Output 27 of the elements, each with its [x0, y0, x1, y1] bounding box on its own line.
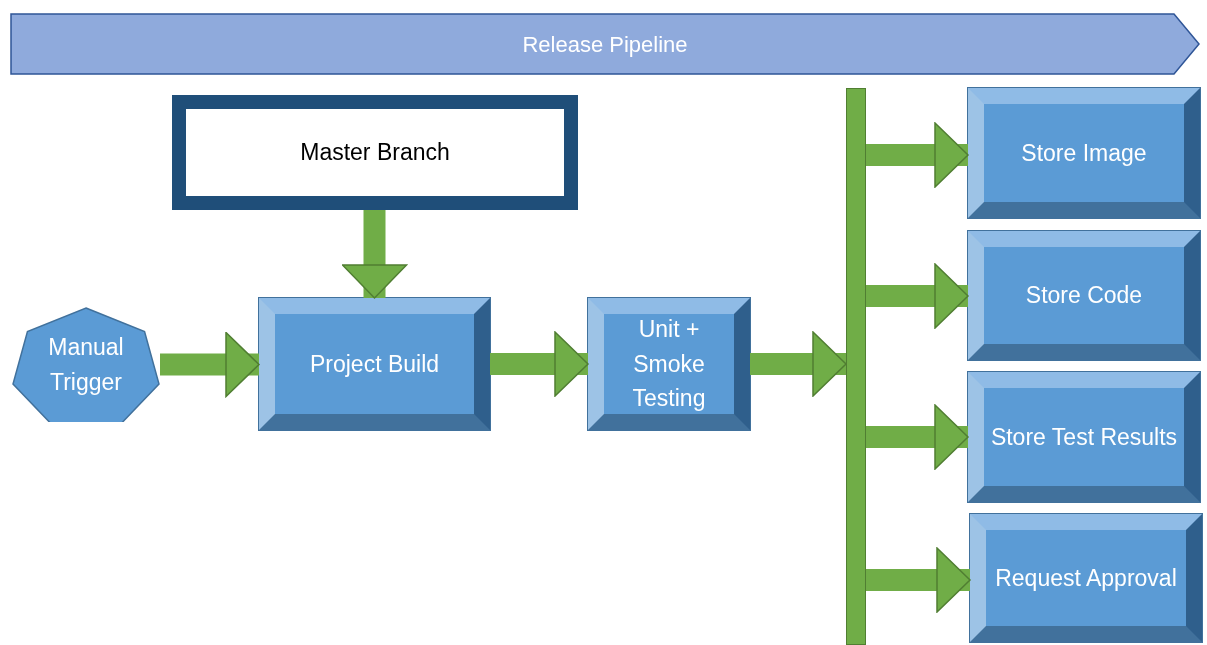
node-label: Manual Trigger [47, 333, 125, 397]
node-label: Project Build [309, 349, 440, 379]
process-box [970, 514, 1202, 642]
trigger-heptagon [12, 307, 160, 422]
process-box [588, 298, 750, 430]
node-label: Store Code [1025, 281, 1143, 311]
process-box [259, 298, 490, 430]
block-arrow [490, 331, 589, 397]
process-box [968, 372, 1200, 502]
block-arrow [866, 263, 969, 329]
splitter-bar [846, 88, 866, 645]
node-label: Store Image [1021, 138, 1147, 168]
node-label: Request Approval [995, 563, 1177, 593]
branch-box [172, 95, 578, 210]
process-box [968, 88, 1200, 218]
node-label: Unit + Smoke Testing [631, 315, 707, 414]
block-arrow [866, 547, 971, 613]
node-label: Master Branch [300, 138, 450, 168]
node-label: Release Pipeline [522, 30, 688, 59]
pipeline-banner [10, 13, 1200, 75]
process-box [968, 231, 1200, 360]
block-arrow [160, 331, 260, 398]
block-arrow [866, 122, 969, 188]
block-arrow [341, 210, 408, 299]
block-arrow [866, 404, 969, 470]
node-label: Store Test Results [990, 422, 1178, 452]
block-arrow [750, 331, 847, 397]
